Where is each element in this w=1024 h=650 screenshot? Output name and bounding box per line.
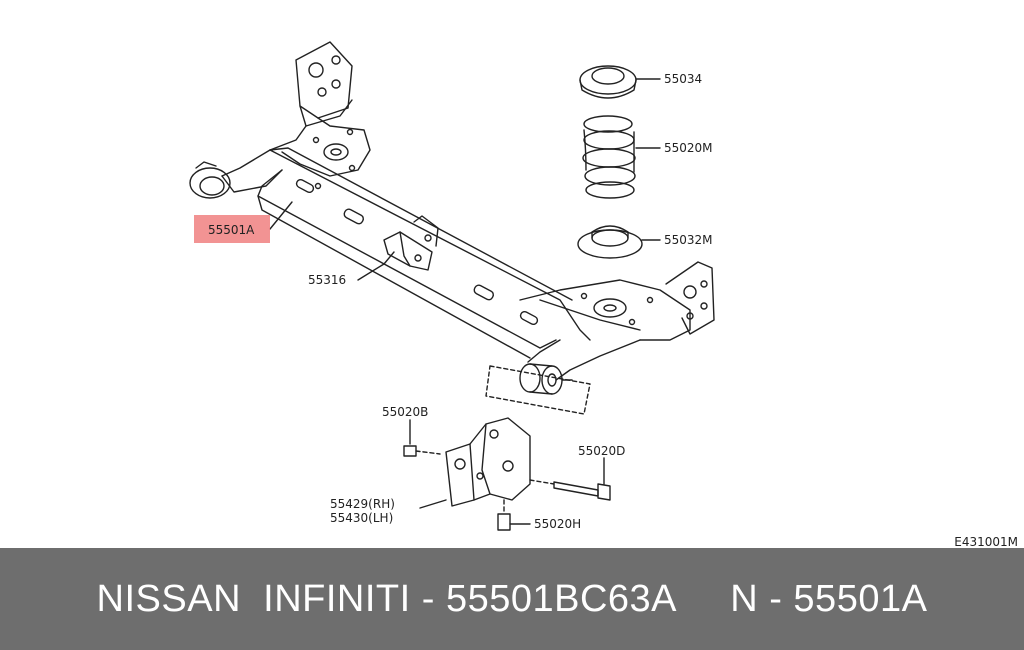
torsion-beam: [257, 147, 591, 359]
parts-diagram: 55034 55020M 55032M 55501A 55316 55020B …: [189, 41, 1018, 548]
footer-part-number: NISSAN INFINITI - 55501BC63A N - 55501A: [96, 577, 928, 620]
footer-banner: NISSAN INFINITI - 55501BC63A N - 55501A: [0, 548, 1024, 650]
label-55020d: 55020D: [578, 444, 625, 458]
coil-spring: [582, 115, 661, 199]
bolt-55020d: [529, 457, 611, 501]
bushing: [485, 363, 591, 415]
stabilizer-bracket: [383, 215, 439, 271]
figure-code: E431001M: [954, 535, 1018, 548]
label-55429: 55429(RH): [330, 497, 395, 511]
bolt-55020h: [497, 499, 531, 531]
spring-seat-upper: [579, 65, 661, 99]
label-55501a: 55501A: [208, 223, 255, 237]
bolt-55020b: [403, 419, 441, 457]
label-55032m: 55032M: [664, 233, 713, 247]
label-55316: 55316: [308, 273, 346, 287]
label-55034: 55034: [664, 72, 702, 86]
label-55020m: 55020M: [664, 141, 713, 155]
label-55020h: 55020H: [534, 517, 581, 531]
spring-seat-lower: [577, 225, 661, 259]
left-trailing-arm: [189, 41, 371, 199]
highlight-box: [194, 215, 270, 243]
right-trailing-arm: [519, 261, 715, 381]
label-55020b: 55020B: [382, 405, 428, 419]
label-55430: 55430(LH): [330, 511, 393, 525]
mounting-bracket: [419, 417, 531, 509]
